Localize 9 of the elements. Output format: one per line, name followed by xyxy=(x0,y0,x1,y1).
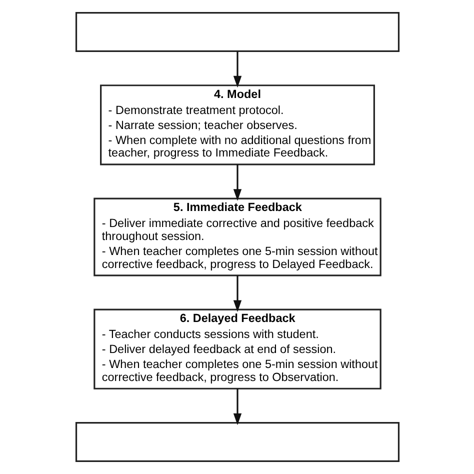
arrow xyxy=(232,51,242,88)
node-box: 5. Immediate Feedback - Deliver immediate corrective and positive feedback throughout session. - When teacher completes one 5-min session without corrective feedback, progress to Delayed Feedback. xyxy=(93,198,381,276)
arrow xyxy=(232,164,242,201)
node-box xyxy=(74,422,400,462)
arrow xyxy=(232,276,242,312)
node-box xyxy=(74,12,400,52)
node-box: 4. Model - Demonstrate treatment protocol. - Narrate session; teacher observes. - When complete with no additional questions from teacher, progress to Immediate Feedback. xyxy=(100,84,374,166)
node-box: 6. Delayed Feedback - Teacher conducts sessions with student. - Deliver delayed feedback at end of session. - When teacher completes one 5-min session without corrective feedback, progress to Observation. xyxy=(93,308,381,390)
arrow xyxy=(232,388,242,426)
